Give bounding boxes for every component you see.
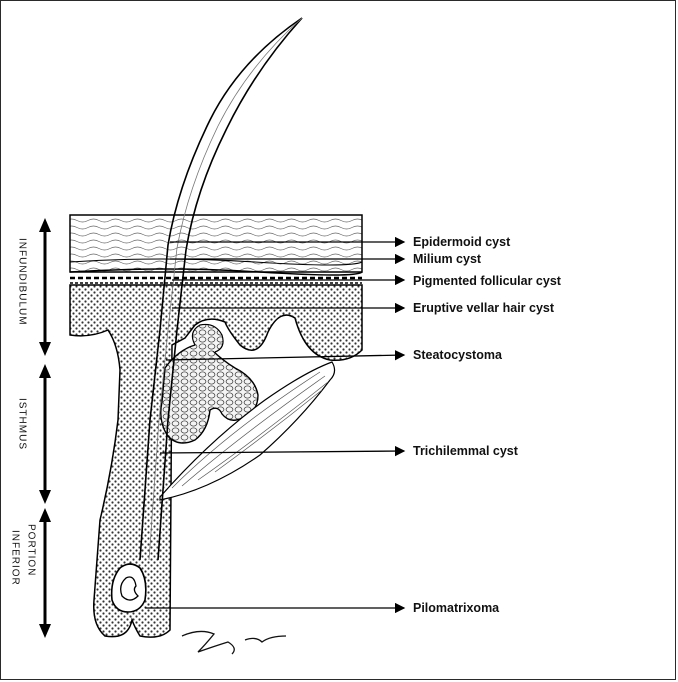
label-steatocystoma: Steatocystoma: [413, 348, 503, 362]
artist-signature: [182, 631, 286, 654]
zone-inferior: INFERIOR: [10, 530, 21, 586]
label-pigmented-follicular-cyst: Pigmented follicular cyst: [413, 274, 562, 288]
zone-isthmus: ISTHMUS: [17, 398, 28, 450]
zone-labels: INFUNDIBULUM ISTHMUS INFERIOR PORTION: [10, 238, 37, 586]
hair-bulb: [112, 564, 146, 612]
leader-trichilemmal: [160, 451, 404, 453]
cyst-labels: Epidermoid cyst Milium cyst Pigmented fo…: [413, 235, 562, 615]
label-trichilemmal-cyst: Trichilemmal cyst: [413, 444, 519, 458]
skin-layers: [70, 215, 362, 283]
label-eruptive-vellar-hair-cyst: Eruptive vellar hair cyst: [413, 301, 555, 315]
zone-infundibulum: INFUNDIBULUM: [17, 238, 28, 326]
label-pilomatrixoma: Pilomatrixoma: [413, 601, 500, 615]
zone-arrows: [39, 218, 51, 638]
zone-portion: PORTION: [26, 524, 37, 576]
label-epidermoid-cyst: Epidermoid cyst: [413, 235, 511, 249]
label-milium-cyst: Milium cyst: [413, 252, 482, 266]
